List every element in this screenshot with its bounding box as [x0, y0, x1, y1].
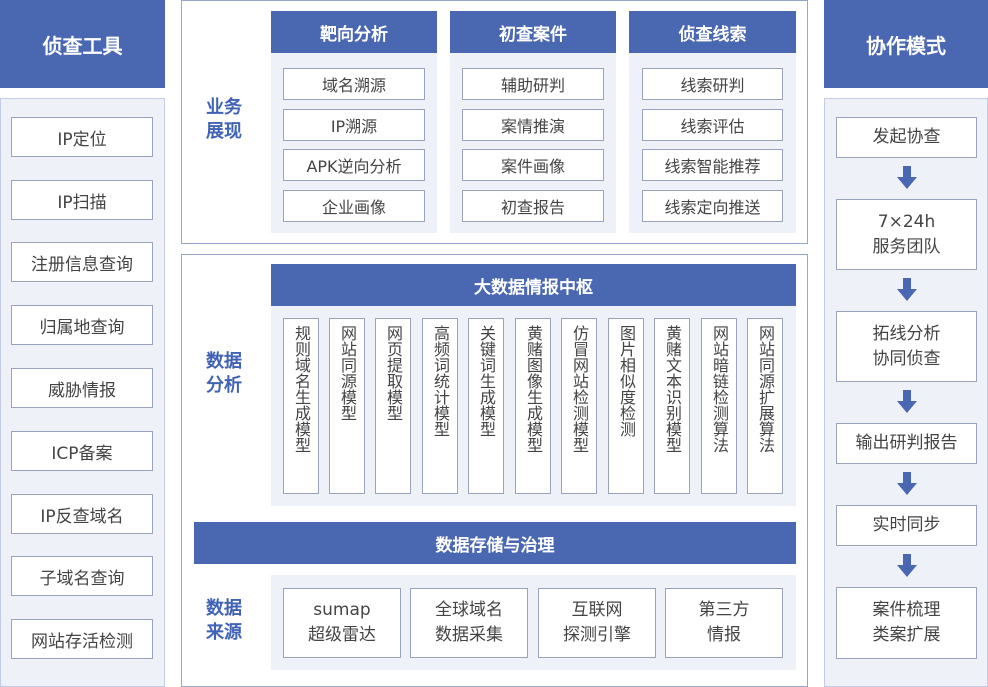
tool-item: 网站存活检测	[11, 619, 153, 659]
tool-item: 归属地查询	[11, 305, 153, 345]
tool-item: IP扫描	[11, 180, 153, 220]
business-item: 线索评估	[642, 109, 783, 141]
collab-step: 发起协查	[836, 117, 977, 158]
business-item: 线索智能推荐	[642, 149, 783, 181]
model-item: 网页提取模型	[375, 318, 411, 494]
model-item: 网站同源模型	[329, 318, 365, 494]
business-item: 案件画像	[462, 149, 604, 181]
left-panel-header: 侦查工具	[0, 0, 165, 88]
model-item: 网站同源扩展算法	[747, 318, 783, 494]
arrow-down-icon	[897, 278, 917, 301]
collab-step: 输出研判报告	[836, 423, 977, 464]
collab-step: 实时同步	[836, 505, 977, 546]
collab-step: 7×24h 服务团队	[836, 199, 977, 270]
tool-item: ICP备案	[11, 431, 153, 471]
right-panel-title: 协作模式	[866, 33, 946, 58]
column-title: 靶向分析	[320, 24, 388, 45]
tool-item: 子域名查询	[11, 556, 153, 596]
business-item: APK逆向分析	[283, 149, 425, 181]
business-label: 业务 展现	[206, 97, 242, 142]
model-item: 网站暗链检测算法	[701, 318, 737, 494]
hub-header: 大数据情报中枢	[271, 264, 796, 306]
tool-item: 注册信息查询	[11, 242, 153, 282]
arrow-down-icon	[897, 166, 917, 189]
arrow-down-icon	[897, 390, 917, 413]
model-item: 仿冒网站检测模型	[561, 318, 597, 494]
column-header: 初查案件	[450, 11, 616, 53]
business-item: IP溯源	[283, 109, 425, 141]
model-item: 黄赌图像生成模型	[515, 318, 551, 494]
source-item: 全球域名 数据采集	[410, 588, 528, 658]
column-header: 侦查线索	[629, 11, 796, 53]
tool-item: IP定位	[11, 117, 153, 157]
tool-item: IP反查域名	[11, 494, 153, 534]
hub-title: 大数据情报中枢	[474, 277, 593, 298]
left-panel-title: 侦查工具	[42, 33, 123, 58]
business-item: 辅助研判	[462, 68, 604, 100]
business-item: 域名溯源	[283, 68, 425, 100]
model-item: 关键词生成模型	[468, 318, 504, 494]
model-item: 图片相似度检测	[608, 318, 644, 494]
tool-item: 威胁情报	[11, 368, 153, 408]
business-item: 线索研判	[642, 68, 783, 100]
arrow-down-icon	[897, 554, 917, 577]
storage-title: 数据存储与治理	[435, 535, 555, 556]
business-item: 企业画像	[283, 190, 425, 222]
source-item: sumap 超级雷达	[283, 588, 401, 658]
model-item: 黄赌文本识别模型	[654, 318, 690, 494]
business-item: 案情推演	[462, 109, 604, 141]
source-item: 互联网 探测引擎	[538, 588, 656, 658]
collab-step: 拓线分析 协同侦查	[836, 311, 977, 382]
column-title: 初查案件	[499, 24, 567, 45]
sources-label: 数据 来源	[206, 598, 242, 643]
model-item: 高频词统计模型	[422, 318, 458, 494]
analysis-label: 数据 分析	[206, 351, 242, 396]
column-title: 侦查线索	[678, 24, 747, 45]
arrow-down-icon	[897, 472, 917, 495]
model-item: 规则域名生成模型	[283, 318, 319, 494]
business-item: 线索定向推送	[642, 190, 783, 222]
storage-header: 数据存储与治理	[194, 522, 796, 564]
collab-step: 案件梳理 类案扩展	[836, 587, 977, 659]
business-item: 初查报告	[462, 190, 604, 222]
source-item: 第三方 情报	[665, 588, 783, 658]
right-panel-header: 协作模式	[824, 0, 988, 88]
column-header: 靶向分析	[271, 11, 437, 53]
